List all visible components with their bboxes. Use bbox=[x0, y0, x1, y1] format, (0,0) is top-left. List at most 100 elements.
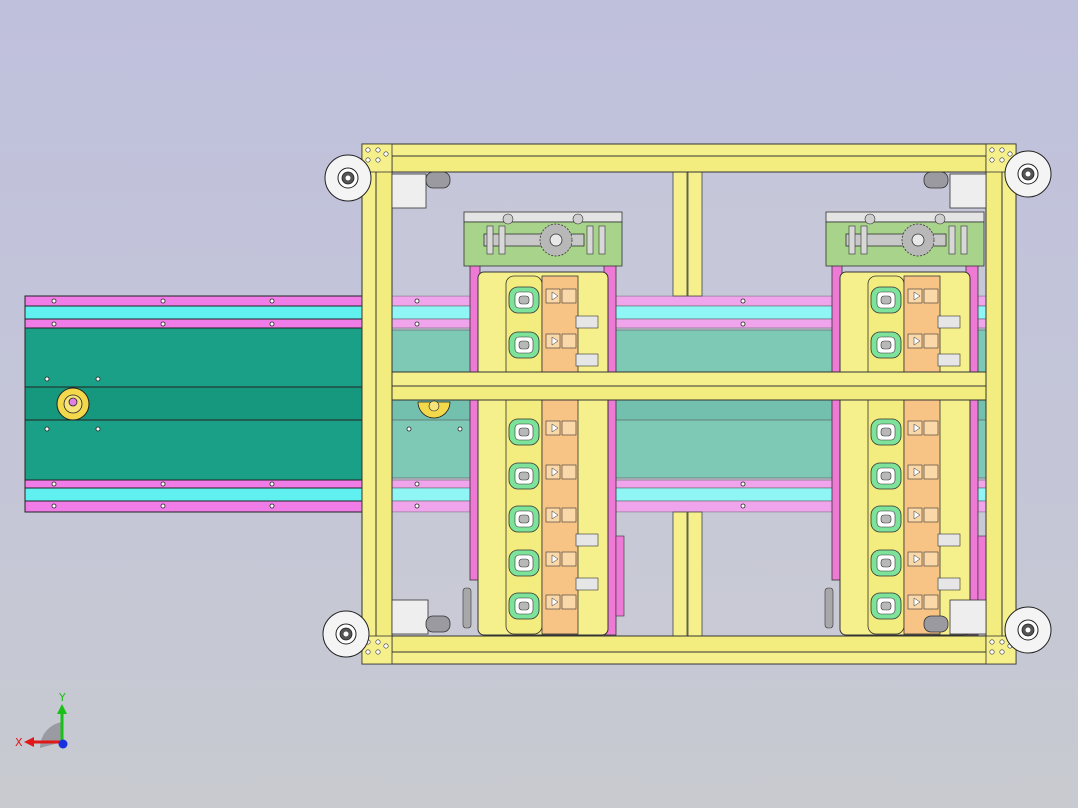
frame-bottom-beam[interactable] bbox=[361, 651, 1015, 665]
main-frame[interactable] bbox=[361, 143, 1017, 665]
clamp-jaw bbox=[551, 554, 559, 564]
nest-strip bbox=[505, 275, 543, 635]
frame-left-column[interactable] bbox=[361, 143, 377, 665]
product-nest[interactable] bbox=[508, 592, 540, 620]
frame-right-column-inner bbox=[985, 155, 1003, 653]
product-nest[interactable] bbox=[508, 286, 540, 314]
product-nest[interactable] bbox=[870, 331, 902, 359]
guide-plate bbox=[615, 535, 625, 617]
frame-middle-beam[interactable] bbox=[391, 371, 987, 387]
pneumatic-cylinder bbox=[937, 353, 961, 367]
clamp-strip bbox=[903, 275, 941, 635]
product-nest[interactable] bbox=[870, 418, 902, 446]
gear-hub bbox=[549, 233, 563, 247]
casters[interactable] bbox=[322, 150, 1052, 658]
bolt-hole bbox=[365, 157, 371, 163]
product-nest[interactable] bbox=[870, 505, 902, 533]
pneumatic-cylinder bbox=[937, 315, 961, 329]
pneumatic-cylinder bbox=[575, 353, 599, 367]
product-nest[interactable] bbox=[508, 549, 540, 577]
motor-cap bbox=[934, 213, 946, 225]
rail-top-inner bbox=[24, 318, 366, 329]
caster-wheel[interactable] bbox=[322, 610, 370, 658]
caster-wheel[interactable] bbox=[1004, 150, 1052, 198]
gear-hub bbox=[911, 233, 925, 247]
clamp-jaw bbox=[551, 510, 559, 520]
bolt-hole bbox=[383, 151, 389, 157]
z-axis-dot bbox=[58, 739, 68, 749]
bearing-block bbox=[598, 225, 606, 255]
pneumatic-cylinder bbox=[575, 533, 599, 547]
bolt-hole bbox=[989, 639, 995, 645]
caster-wheel[interactable] bbox=[324, 154, 372, 202]
frame-top-beam[interactable] bbox=[361, 143, 1015, 157]
stations[interactable] bbox=[462, 211, 987, 636]
x-axis-arrowhead bbox=[24, 737, 34, 747]
clamp-block bbox=[561, 594, 577, 610]
bearing-block bbox=[486, 225, 494, 255]
bearing-block bbox=[586, 225, 594, 255]
product-nest[interactable] bbox=[870, 549, 902, 577]
caster-wheel[interactable] bbox=[1004, 606, 1052, 654]
caster-bracket bbox=[949, 599, 987, 635]
stop-handle[interactable] bbox=[824, 587, 834, 629]
clamp-block bbox=[561, 333, 577, 349]
product-nest[interactable] bbox=[508, 505, 540, 533]
clamp-jaw bbox=[913, 510, 921, 520]
caster-swivel bbox=[923, 171, 949, 189]
clamp-block bbox=[561, 420, 577, 436]
bolt-hole bbox=[999, 157, 1005, 163]
clamp-jaw bbox=[551, 336, 559, 346]
pneumatic-cylinder bbox=[937, 533, 961, 547]
rail-top-cyan bbox=[24, 305, 366, 320]
bearing-block bbox=[948, 225, 956, 255]
conveyor-drive-pulley[interactable] bbox=[56, 387, 90, 421]
right-station[interactable] bbox=[824, 211, 987, 636]
clamp-jaw bbox=[551, 597, 559, 607]
clamp-jaw bbox=[551, 423, 559, 433]
clamp-block bbox=[561, 507, 577, 523]
caster-swivel bbox=[923, 615, 949, 633]
clamp-jaw bbox=[551, 291, 559, 301]
clamp-jaw bbox=[913, 597, 921, 607]
product-nest[interactable] bbox=[870, 462, 902, 490]
product-nest[interactable] bbox=[870, 592, 902, 620]
motor-cap bbox=[572, 213, 584, 225]
bolt-hole bbox=[999, 649, 1005, 655]
left-station[interactable] bbox=[462, 211, 625, 636]
bolt-hole bbox=[989, 649, 995, 655]
product-nest[interactable] bbox=[508, 462, 540, 490]
axis-triad[interactable]: Y X bbox=[15, 691, 68, 749]
x-axis-label: X bbox=[15, 736, 23, 749]
frame-right-column[interactable] bbox=[1001, 143, 1017, 665]
product-nest[interactable] bbox=[870, 286, 902, 314]
clamp-block bbox=[923, 507, 939, 523]
clamp-jaw bbox=[913, 423, 921, 433]
pneumatic-cylinder bbox=[575, 577, 599, 591]
bolt-hole bbox=[989, 157, 995, 163]
bolt-hole bbox=[365, 649, 371, 655]
clamp-jaw bbox=[913, 554, 921, 564]
frame-top-beam-inner bbox=[391, 155, 987, 173]
y-axis-arrowhead bbox=[57, 704, 67, 714]
clamp-jaw bbox=[913, 336, 921, 346]
caster-bracket bbox=[391, 173, 427, 209]
motor-cap bbox=[864, 213, 876, 225]
stop-handle[interactable] bbox=[462, 587, 472, 629]
rail-bottom-cyan bbox=[24, 487, 366, 502]
clamp-block bbox=[923, 594, 939, 610]
product-nest[interactable] bbox=[508, 418, 540, 446]
clamp-jaw bbox=[551, 467, 559, 477]
rail-bottom-outer bbox=[24, 500, 366, 513]
caster-swivel bbox=[425, 171, 451, 189]
bolt-hole bbox=[999, 639, 1005, 645]
rail-bottom-inner bbox=[24, 479, 366, 489]
clamp-block bbox=[923, 464, 939, 480]
clamp-block bbox=[561, 551, 577, 567]
nest-strip bbox=[867, 275, 905, 635]
clamp-block bbox=[923, 551, 939, 567]
product-nest[interactable] bbox=[508, 331, 540, 359]
motor-cap bbox=[502, 213, 514, 225]
